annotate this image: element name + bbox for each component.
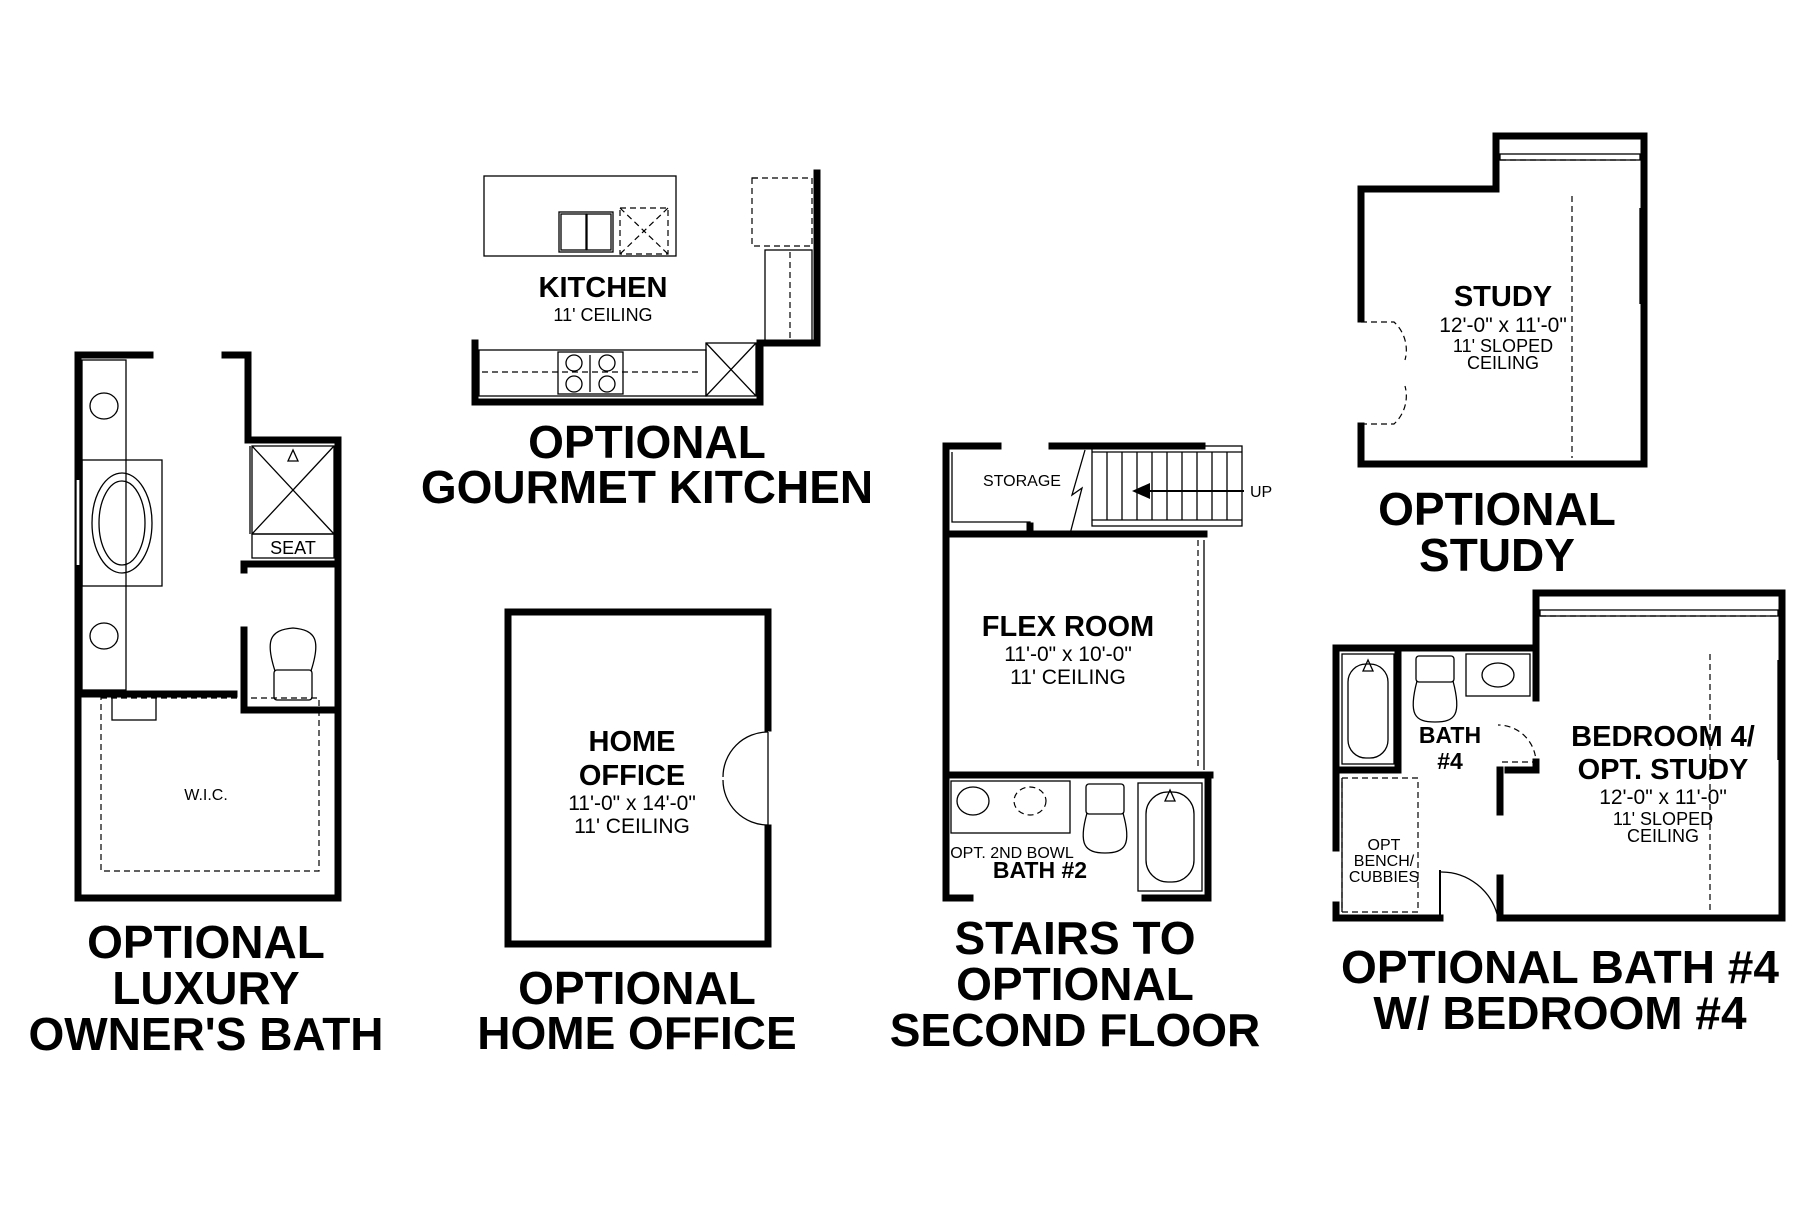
stairs-caption-line-3: SECOND FLOOR <box>890 1004 1261 1056</box>
corner-cabinet <box>705 342 757 397</box>
bath-4-fixtures <box>1341 653 1537 765</box>
flex-room-ceiling: 11' CEILING <box>1010 666 1126 689</box>
owners-bath-caption-line-2: LUXURY <box>112 962 299 1014</box>
office-room-name-line-1: HOME <box>589 726 676 758</box>
side-counter <box>764 249 813 344</box>
island-sink-icon <box>558 211 614 253</box>
home-office-plan: HOME OFFICE 11'-0" x 14'-0" 11' CEILING … <box>477 608 797 1059</box>
bathtub-icon <box>1341 653 1395 765</box>
sink-icon <box>89 392 119 420</box>
toilet-icon <box>1085 783 1125 815</box>
bedroom-4-name-line-2: OPT. STUDY <box>1578 754 1749 786</box>
refrigerator-space <box>751 177 813 247</box>
bath4-caption-line-1: OPTIONAL BATH #4 <box>1341 941 1779 993</box>
bedroom-4-ceiling-line-1: 11' SLOPED <box>1613 809 1713 829</box>
bench-cubbies: OPT BENCH/ CUBBIES <box>1341 777 1419 913</box>
flex-room-railing <box>1197 540 1205 770</box>
office-room-name-line-2: OFFICE <box>579 760 685 792</box>
study-plan: STUDY 12'-0" x 11'-0" 11' SLOPED CEILING… <box>1357 132 1648 581</box>
owners-bath-fixtures: SEAT W.I.C. <box>75 359 335 872</box>
kitchen-ceiling: 11' CEILING <box>553 305 652 325</box>
stairs-caption-line-2: OPTIONAL <box>956 958 1194 1010</box>
study-ceiling-line-2: CEILING <box>1467 353 1539 373</box>
office-dimensions: 11'-0" x 14'-0" <box>568 792 696 815</box>
toilet-icon <box>273 669 313 701</box>
bath4-bedroom4-walls <box>1332 589 1786 922</box>
study-room-name: STUDY <box>1454 281 1552 313</box>
bench-label-line-2: BENCH/ <box>1354 853 1415 870</box>
sink-icon <box>89 622 119 650</box>
bedroom-4-door <box>1439 870 1499 919</box>
owners-bath-caption: OPTIONAL LUXURY OWNER'S BATH <box>28 916 383 1060</box>
stairs-caption-line-1: STAIRS TO <box>954 912 1195 964</box>
study-doors <box>1361 321 1407 425</box>
closet-shelf <box>100 697 320 872</box>
bath4-caption-line-2: W/ BEDROOM #4 <box>1373 987 1747 1039</box>
seat-label: SEAT <box>270 538 316 558</box>
study-dimensions: 12'-0" x 11'-0" <box>1439 314 1567 337</box>
kitchen-caption-line-2: GOURMET KITCHEN <box>421 461 873 513</box>
bedroom-window-shelf <box>1539 609 1779 617</box>
owners-bath-plan: SEAT W.I.C. OPTIONAL LUXURY OWNER'S BATH <box>28 351 384 1060</box>
stairs-walls <box>942 442 1214 902</box>
walk-in-closet-label: W.I.C. <box>184 787 228 804</box>
study-caption-line-2: STUDY <box>1419 529 1575 581</box>
kitchen-room-name: KITCHEN <box>539 272 668 304</box>
study-ceiling-line-1: 11' SLOPED <box>1453 336 1553 356</box>
bench-label-line-1: OPT <box>1368 837 1401 854</box>
stair-up-label: UP <box>1250 484 1272 501</box>
owners-bath-caption-line-3: OWNER'S BATH <box>28 1008 383 1060</box>
bath-2-vanity <box>950 780 1071 834</box>
study-walls <box>1357 132 1648 468</box>
kitchen-caption-line-1: OPTIONAL <box>528 416 766 468</box>
bench-label-line-3: CUBBIES <box>1349 869 1419 886</box>
bath-4-label-line-1: BATH <box>1419 722 1481 748</box>
stair-arrow-icon <box>1132 483 1150 499</box>
base-cabinets <box>478 349 707 397</box>
study-window-shelf <box>1499 153 1641 161</box>
office-caption-line-2: HOME OFFICE <box>477 1007 796 1059</box>
bath-4-label-line-2: #4 <box>1437 748 1463 774</box>
bathtub-icon <box>1137 782 1203 892</box>
office-french-doors <box>722 731 769 826</box>
kitchen-walls <box>471 169 821 406</box>
owners-bath-caption-line-1: OPTIONAL <box>87 916 325 968</box>
owners-bath-walls <box>74 351 342 902</box>
bedroom-4-dimensions: 12'-0" x 11'-0" <box>1599 786 1727 809</box>
home-office-walls <box>504 608 772 948</box>
dishwasher-icon <box>619 207 669 255</box>
optional-sink-icon <box>1013 786 1047 816</box>
kitchen-island-counter <box>483 175 677 257</box>
office-ceiling: 11' CEILING <box>574 815 690 838</box>
study-caption-line-1: OPTIONAL <box>1378 483 1616 535</box>
bath-2-fixtures: OPT. 2ND BOWL BATH #2 <box>950 780 1203 892</box>
sink-icon <box>1481 662 1515 688</box>
kitchen-island <box>483 175 677 257</box>
second-floor-stairs-plan: STORAGE UP FLEX ROOM 11'-0" x 10'-0" 1 <box>890 442 1272 1056</box>
cooktop-icon <box>557 351 624 395</box>
bedroom-4-name-line-1: BEDROOM 4/ <box>1571 721 1755 753</box>
flex-room-name: FLEX ROOM <box>982 611 1154 643</box>
bedroom-4-ceiling-line-2: CEILING <box>1627 826 1699 846</box>
gourmet-kitchen-plan: KITCHEN 11' CEILING OPTIONAL GOURMET KIT… <box>421 169 873 513</box>
toilet-icon <box>1415 655 1455 683</box>
storage-area: STORAGE <box>951 449 1086 535</box>
bath-2-label: BATH #2 <box>993 857 1087 883</box>
flex-room-dimensions: 11'-0" x 10'-0" <box>1004 643 1132 666</box>
second-bowl-label: OPT. 2ND BOWL <box>950 845 1074 862</box>
bathtub-icon <box>81 459 163 587</box>
kitchen-counters <box>478 177 813 397</box>
staircase-icon: UP <box>1091 445 1272 527</box>
shower-seat <box>251 533 335 559</box>
office-caption-line-1: OPTIONAL <box>518 962 756 1014</box>
sink-icon <box>956 786 990 816</box>
bath4-bedroom4-plan: BATH #4 BEDROOM 4/ OPT. STUDY 12'-0" x 1… <box>1332 589 1786 1039</box>
storage-label: STORAGE <box>983 473 1061 490</box>
bath-4-vanity <box>1465 653 1531 697</box>
vanity-counter <box>81 359 127 691</box>
